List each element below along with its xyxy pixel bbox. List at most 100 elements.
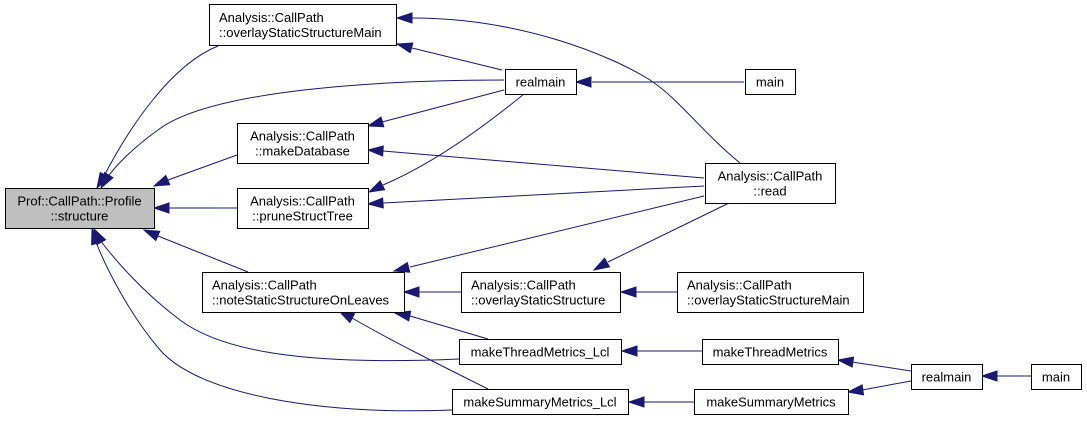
edge-line xyxy=(861,380,912,391)
edge-n15-to-n14 xyxy=(980,370,1031,382)
node-label-line: ::noteStaticStructureOnLeaves xyxy=(212,293,390,308)
edge-n12-to-n0 xyxy=(91,227,453,412)
edge-n7-to-n3 xyxy=(366,185,705,209)
node-box[interactable] xyxy=(202,272,405,313)
node-label-line: main xyxy=(756,75,784,90)
node-makesummarymetrics[interactable]: makeSummaryMetrics xyxy=(694,389,849,415)
node-makethreadmetrics[interactable]: makeThreadMetrics xyxy=(702,339,839,365)
edge-n7-to-n8 xyxy=(592,202,730,271)
node-box[interactable] xyxy=(1031,364,1082,390)
arrowhead-icon xyxy=(100,171,114,190)
node-box[interactable] xyxy=(237,188,369,229)
node-label-line: makeThreadMetrics xyxy=(713,345,828,360)
arrowhead-icon xyxy=(142,229,161,242)
node-realmain[interactable]: realmain xyxy=(505,69,577,95)
edge-n7-to-n2 xyxy=(366,145,705,179)
edge-n14-to-n11 xyxy=(836,356,912,372)
node-box[interactable] xyxy=(694,389,849,415)
node-makethreadmetrics-lcl[interactable]: makeThreadMetrics_Lcl xyxy=(459,339,622,365)
node-main[interactable]: main xyxy=(1031,364,1082,390)
edge-line xyxy=(103,45,219,177)
arrowhead-icon xyxy=(152,174,171,187)
edge-n7-to-n4 xyxy=(392,195,705,273)
edge-n5-to-n2 xyxy=(366,89,505,128)
edge-n7-to-n1 xyxy=(395,12,741,164)
arrowhead-icon xyxy=(395,42,414,54)
node-label-line: ::overlayStaticStructureMain xyxy=(219,25,382,40)
node-analysis-callpath-prunestructtree[interactable]: Analysis::CallPath::pruneStructTree xyxy=(237,188,369,229)
node-box[interactable] xyxy=(745,69,796,95)
node-label-line: makeSummaryMetrics xyxy=(706,395,836,410)
node-analysis-callpath-read[interactable]: Analysis::CallPath::read xyxy=(705,163,836,204)
node-analysis-callpath-notestaticstructureonleaves[interactable]: Analysis::CallPath::noteStaticStructureO… xyxy=(202,272,405,313)
node-main[interactable]: main xyxy=(745,69,796,95)
node-box[interactable] xyxy=(911,364,983,390)
node-label-line: ::pruneStructTree xyxy=(252,209,353,224)
edge-n6-to-n5 xyxy=(574,76,744,88)
arrowhead-icon xyxy=(366,145,384,157)
node-label-line: realmain xyxy=(516,75,566,90)
edge-n5-to-n1 xyxy=(395,42,503,71)
arrowhead-icon xyxy=(367,179,386,193)
node-label-line: ::structure xyxy=(51,209,109,224)
arrowhead-icon xyxy=(152,202,170,214)
node-label-line: ::overlayStaticStructureMain xyxy=(687,293,850,308)
edge-line xyxy=(411,17,741,164)
edge-n1-to-n0 xyxy=(96,45,219,190)
node-box[interactable] xyxy=(705,163,836,204)
node-box[interactable] xyxy=(5,188,155,229)
node-analysis-callpath-overlaystaticstructuremain[interactable]: Analysis::CallPath::overlayStaticStructu… xyxy=(209,4,397,46)
edge-n2-to-n0 xyxy=(152,154,238,187)
edge-n4-to-n0 xyxy=(142,229,249,273)
node-box[interactable] xyxy=(452,389,629,415)
arrowhead-icon xyxy=(627,396,645,408)
node-makesummarymetrics-lcl[interactable]: makeSummaryMetrics_Lcl xyxy=(452,389,629,415)
node-label-line: Analysis::CallPath xyxy=(250,129,355,144)
node-label-line: realmain xyxy=(922,370,972,385)
edge-line xyxy=(351,317,489,390)
node-prof-callpath-profile-structure[interactable]: Prof::CallPath::Profile::structure xyxy=(5,188,155,229)
node-label-line: Analysis::CallPath xyxy=(471,278,576,293)
edge-n5-to-n3 xyxy=(367,93,525,193)
node-box[interactable] xyxy=(209,4,397,46)
arrowhead-icon xyxy=(592,257,611,271)
edge-line xyxy=(157,235,249,273)
edge-n14-to-n13 xyxy=(846,380,912,396)
node-box[interactable] xyxy=(459,339,622,365)
node-label-line: ::makeDatabase xyxy=(255,144,350,159)
edge-n5-to-n0 xyxy=(100,79,505,190)
node-label-line: Analysis::CallPath xyxy=(250,194,355,209)
node-box[interactable] xyxy=(702,339,839,365)
node-analysis-callpath-makedatabase[interactable]: Analysis::CallPath::makeDatabase xyxy=(237,123,369,164)
edge-line xyxy=(167,154,238,181)
edge-n10-to-n4 xyxy=(393,310,489,340)
node-label-line: Analysis::CallPath xyxy=(219,10,324,25)
node-label-line: makeSummaryMetrics_Lcl xyxy=(463,395,616,410)
node-realmain[interactable]: realmain xyxy=(911,364,983,390)
edges-layer xyxy=(91,12,1031,412)
edge-line xyxy=(607,202,730,263)
node-box[interactable] xyxy=(461,272,621,313)
arrowhead-icon xyxy=(620,345,638,357)
edge-line xyxy=(409,315,489,340)
node-label-line: Analysis::CallPath xyxy=(718,169,823,184)
node-label-line: ::read xyxy=(753,184,786,199)
edge-n13-to-n12 xyxy=(627,396,694,408)
node-box[interactable] xyxy=(237,123,369,164)
node-label-line: makeThreadMetrics_Lcl xyxy=(471,345,610,360)
node-analysis-callpath-overlaystaticstructuremain[interactable]: Analysis::CallPath::overlayStaticStructu… xyxy=(677,272,864,313)
node-label-line: Analysis::CallPath xyxy=(212,278,317,293)
edge-line xyxy=(381,89,505,123)
arrowhead-icon xyxy=(574,76,592,88)
arrowhead-icon xyxy=(402,286,420,298)
edge-n8-to-n4 xyxy=(402,286,461,298)
edge-line xyxy=(382,93,525,186)
nodes-layer: Prof::CallPath::Profile::structureAnalys… xyxy=(5,4,1082,415)
arrowhead-icon xyxy=(91,227,103,246)
edge-line xyxy=(99,239,460,362)
node-box[interactable] xyxy=(677,272,864,313)
node-analysis-callpath-overlaystaticstructure[interactable]: Analysis::CallPath::overlayStaticStructu… xyxy=(461,272,621,313)
node-box[interactable] xyxy=(505,69,577,95)
node-label-line: Analysis::CallPath xyxy=(687,278,792,293)
